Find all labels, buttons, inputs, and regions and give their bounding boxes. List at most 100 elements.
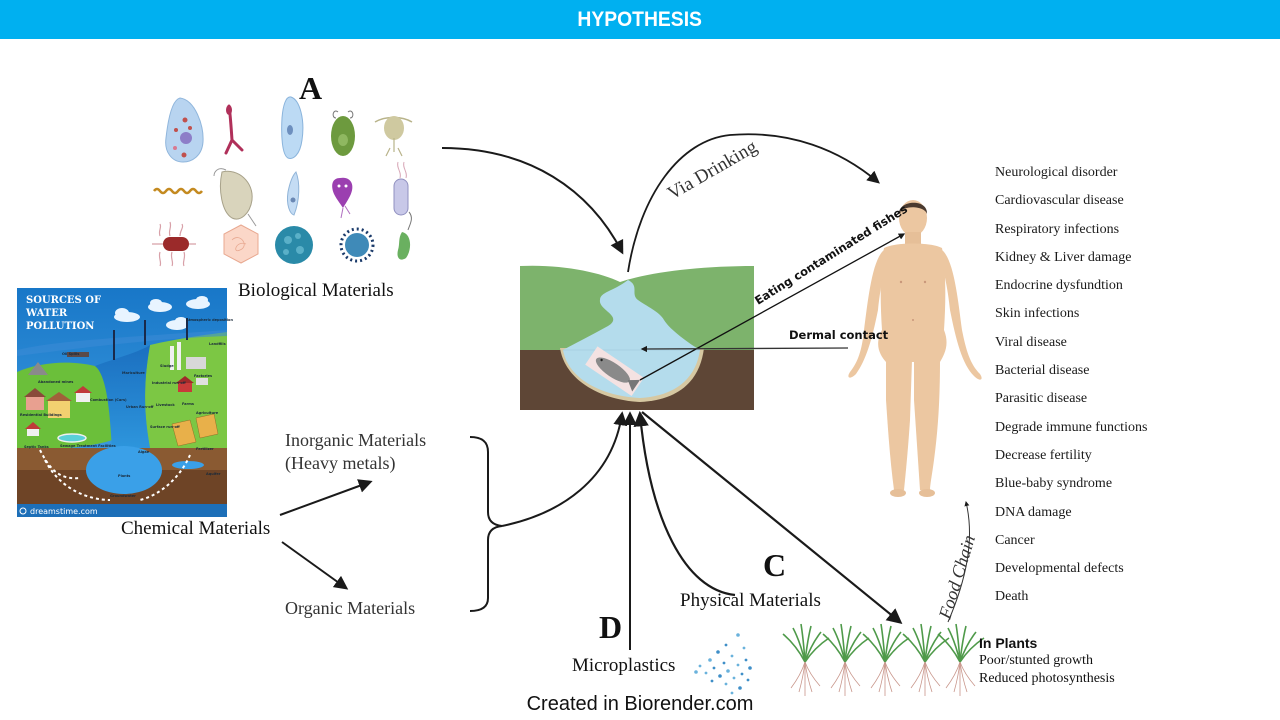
trypanosome-icon: [287, 171, 300, 216]
microplastic-particle: [736, 663, 740, 667]
microplastic-particles: [694, 633, 752, 695]
health-effect-item: Blue-baby syndrome: [995, 476, 1113, 492]
plant-effect-item: Poor/stunted growth: [979, 653, 1093, 668]
microplastic-particle: [724, 643, 728, 647]
poster-tag: Factories: [194, 374, 212, 378]
grass-plant-icon: [937, 623, 985, 696]
health-effect-item: Respiratory infections: [995, 221, 1120, 237]
health-effect-item: Cardiovascular disease: [995, 193, 1124, 209]
biological-materials-label: Biological Materials: [238, 280, 394, 301]
label-letter-a: A: [299, 70, 323, 106]
spherical-virus-icon: [275, 226, 313, 264]
poster-title-line-2: WATER: [25, 308, 68, 319]
arrow-food-chain: [947, 501, 971, 623]
poster-tag: Groundwater: [110, 494, 136, 498]
inorganic-line-2: (Heavy metals): [285, 452, 396, 473]
header-bar: HYPOTHESIS: [0, 0, 1280, 39]
microplastic-particle: [740, 672, 744, 676]
fish-icon: [585, 346, 644, 396]
health-effect-item: Decrease fertility: [995, 447, 1092, 463]
arrow-dermal-contact: [640, 345, 849, 353]
arrow-physical-to-river: [633, 410, 736, 597]
poster-tag: Sewage Treatment Facilities: [60, 444, 116, 448]
microplastic-particle: [708, 658, 712, 662]
plant-effect-item: Reduced photosynthesis: [979, 671, 1115, 686]
human-figure: [848, 200, 982, 497]
arrow-river-to-plants: [641, 411, 903, 624]
dreamstime-logo-icon: [19, 507, 27, 515]
river-pond-illustration: [520, 265, 754, 410]
arrow-via-drinking: [627, 133, 880, 273]
microplastic-particle: [698, 664, 702, 668]
food-chain-label: Food Chain: [934, 533, 979, 623]
health-effect-item: Viral disease: [995, 334, 1067, 350]
poster-title-line-1: SOURCES OF: [26, 295, 101, 306]
biological-microbes: [152, 96, 413, 267]
microplastic-particle: [726, 669, 730, 673]
paramecium-icon: [281, 96, 304, 159]
microplastic-particle: [722, 661, 726, 665]
chemical-materials-label: Chemical Materials: [121, 518, 271, 539]
giardia-icon: [332, 177, 353, 219]
microplastics-label: Microplastics: [572, 655, 676, 676]
poster-tag: Residential Buildings: [20, 413, 62, 417]
poster-tag: Plants: [118, 474, 130, 478]
poster-credit: dreamstime.com: [30, 507, 98, 516]
microplastic-particle: [712, 666, 716, 670]
poster-tag: Oil Spills: [62, 352, 79, 356]
chlamydomonas-algae-icon: [331, 110, 355, 156]
poster-tag: Surface run-off: [150, 425, 180, 429]
poster-tag: Mariculture: [122, 371, 145, 375]
flagellated-bacterium-icon: [393, 161, 409, 216]
arrow-eating-fishes: [639, 233, 906, 381]
health-effect-item: Kidney & Liver damage: [995, 249, 1132, 265]
grass-plant-icon: [862, 623, 910, 696]
microplastic-particle: [710, 679, 714, 683]
arrow-chemical-to-river: [501, 411, 628, 527]
grass-plant-icon: [822, 623, 870, 696]
via-drinking-label: Via Drinking: [664, 136, 761, 204]
poster-tag: Farms: [182, 402, 194, 406]
daphnia-icon: [213, 168, 257, 227]
microplastic-particle: [716, 650, 720, 654]
hexagonal-virus-capsid-icon: [223, 224, 259, 264]
label-letter-d: D: [599, 609, 623, 645]
microplastic-particle: [744, 658, 748, 662]
health-effect-item: Death: [995, 589, 1029, 605]
footer-credit: Created in Biorender.com: [526, 693, 754, 715]
poster-tag: Fertilizer: [196, 447, 214, 451]
plants-illustration: [782, 623, 985, 696]
poster-tag: Aquifer: [206, 472, 221, 476]
poster-tag: Industrial run-off: [152, 381, 186, 385]
poster-tag: Livestock: [156, 403, 175, 407]
microplastic-particle: [694, 670, 698, 674]
arrow-chemical-to-inorganic: [279, 479, 373, 516]
microplastic-particle: [724, 682, 728, 686]
health-effect-item: DNA damage: [995, 504, 1072, 520]
label-letter-c: C: [763, 547, 787, 583]
grass-plant-icon: [782, 623, 830, 696]
coronavirus-icon: [339, 227, 375, 263]
health-effect-item: Degrade immune functions: [995, 419, 1148, 435]
microplastic-particle: [746, 678, 750, 682]
microplastic-particle: [730, 654, 734, 658]
poster-tag: Algae: [138, 450, 150, 454]
poster-tag: Landfills: [209, 342, 226, 346]
water-pollution-poster: SOURCES OF WATER POLLUTION dreamstime.co…: [17, 288, 233, 517]
microplastic-particle: [718, 674, 722, 678]
fimbriated-bacillus-icon: [152, 221, 196, 267]
microplastic-particle: [732, 676, 736, 680]
poster-tag: Abandoned mines: [38, 380, 73, 384]
health-effect-item: Parasitic disease: [995, 391, 1088, 407]
poster-tag: Atmospheric deposition: [186, 318, 233, 322]
vibrio-icon: [397, 211, 412, 260]
spirochete-icon: [153, 187, 203, 195]
arrow-biological-to-river: [441, 147, 624, 255]
amoeba-icon: [165, 97, 204, 163]
physical-materials-label: Physical Materials: [680, 590, 821, 611]
poster-tag: Sludge: [160, 364, 174, 368]
arrow-chemical-to-organic: [281, 541, 349, 590]
copepod-icon: [374, 116, 413, 157]
